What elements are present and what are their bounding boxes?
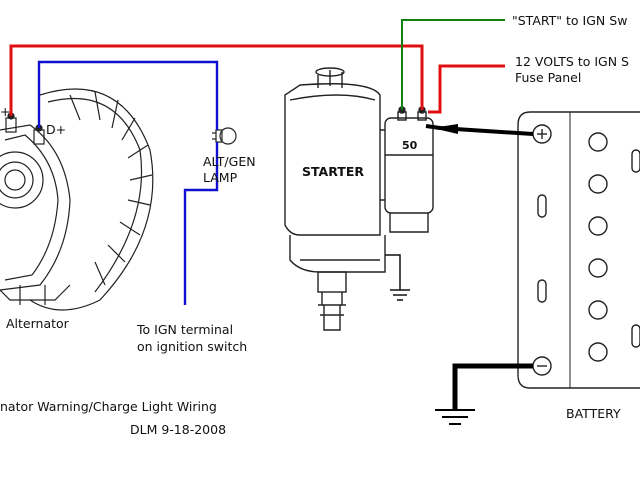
alt-gen-lamp-label: ALT/GEN (203, 154, 256, 169)
blue-wire-lamp-to-ign (183, 142, 219, 305)
starter-ground-symbol (385, 254, 410, 301)
red-wire-12v-to-fuse-panel (428, 64, 505, 114)
author-date: DLM 9-18-2008 (130, 422, 227, 437)
battery-ground-symbol (435, 409, 475, 425)
ign-switch-label: on ignition switch (137, 339, 248, 354)
start-to-ign-label: "START" to IGN Sw (512, 13, 628, 28)
terminal-50-label: 50 (402, 139, 418, 152)
battery (517, 111, 640, 389)
alternator (0, 88, 154, 311)
b-plus-label: + (0, 104, 11, 119)
alternator-label: Alternator (6, 316, 69, 331)
green-wire-start-to-ign (401, 19, 505, 110)
twelve-volts-label: 12 VOLTS to IGN S (515, 54, 629, 69)
lamp-label: LAMP (203, 170, 238, 185)
d-plus-label: D+ (46, 122, 67, 137)
ign-terminal-label: To IGN terminal (137, 322, 234, 337)
diagram-caption: nator Warning/Charge Light Wiring (0, 399, 217, 414)
blue-wire-dplus-to-lamp (37, 60, 219, 130)
black-cable-battery-to-ground (452, 363, 533, 410)
alt-gen-lamp (212, 127, 237, 145)
starter-label: STARTER (302, 164, 364, 179)
starter-motor (284, 67, 434, 331)
battery-label: BATTERY (566, 406, 621, 421)
red-wire-alternator-to-starter (9, 44, 424, 116)
fuse-panel-label: Fuse Panel (515, 70, 582, 85)
